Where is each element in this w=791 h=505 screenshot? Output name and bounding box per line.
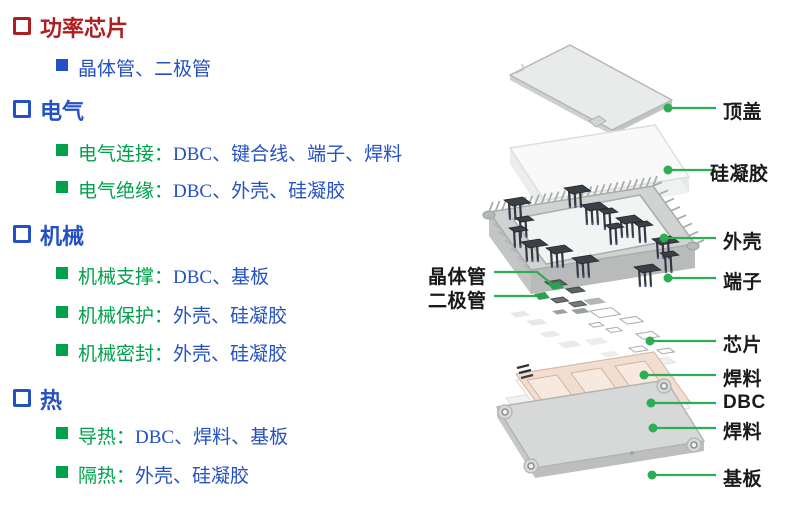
filled-square-bullet-icon [56,306,68,318]
filled-square-bullet-icon [56,59,68,71]
outline-item-chips: 晶体管、二极管 [0,54,211,81]
item-text: 晶体管、二极管 [78,59,212,80]
hollow-square-bullet-icon [13,389,31,407]
section-title: 热 [40,388,63,413]
section-title: 电气 [40,99,85,124]
outline-section-power-chip: 功率芯片 [0,11,128,43]
filled-square-bullet-icon [56,144,68,156]
item-label: 机械支撑： [78,267,174,288]
filled-square-bullet-icon [56,427,68,439]
item-label: 机械密封： [78,344,174,365]
outline-item-heat-insulation: 隔热：外壳、硅凝胶 [0,461,249,488]
item-value: DBC、外壳、硅凝胶 [173,181,346,202]
callout-label-terminal: 端子 [723,272,763,293]
item-value: DBC、键合线、端子、焊料 [173,144,403,165]
outline-item-electrical-insulation: 电气绝缘：DBC、外壳、硅凝胶 [0,176,345,203]
outline-item-mech-support: 机械支撑：DBC、基板 [0,262,269,289]
outline-section-electrical: 电气 [0,94,84,126]
outline-item-electrical-connection: 电气连接：DBC、键合线、端子、焊料 [0,139,402,166]
hollow-square-bullet-icon [13,17,31,35]
callout-label-diode: 二极管 [428,291,487,312]
callout-label-solder-lower: 焊料 [723,422,763,443]
outline-item-mech-protection: 机械保护：外壳、硅凝胶 [0,301,287,328]
top-cover-shape [509,44,673,135]
hollow-square-bullet-icon [13,225,31,243]
callout-label-chip: 芯片 [723,335,763,356]
outline-item-mech-sealing: 机械密封：外壳、硅凝胶 [0,339,287,366]
callout-label-baseplate: 基板 [723,469,763,490]
callout-label-solder-upper: 焊料 [723,369,763,390]
item-label: 机械保护： [78,306,174,327]
outline-section-mechanical: 机械 [0,219,84,251]
item-label: 电气连接： [78,144,174,165]
callout-markers-left [534,282,564,300]
callout-lines-right [644,106,716,477]
filled-square-bullet-icon [56,181,68,193]
callout-label-top-cover: 顶盖 [723,102,763,123]
item-value: 外壳、硅凝胶 [173,344,288,365]
outline-section-thermal: 热 [0,383,62,415]
filled-square-bullet-icon [56,466,68,478]
item-value: 外壳、硅凝胶 [135,466,250,487]
item-label: 隔热： [78,466,136,487]
callout-label-silicone-gel: 硅凝胶 [710,164,769,185]
filled-square-bullet-icon [56,344,68,356]
item-label: 导热： [78,427,136,448]
callout-lines-left [494,270,554,298]
section-title: 功率芯片 [40,16,129,41]
item-value: DBC、焊料、基板 [135,427,289,448]
callout-label-dbc: DBC [723,392,766,413]
terminals-group [502,184,680,288]
callout-label-transistor: 晶体管 [428,267,487,288]
callout-label-housing: 外壳 [723,232,763,253]
callout-dots-right [639,103,673,480]
filled-square-bullet-icon [56,267,68,279]
item-value: 外壳、硅凝胶 [173,306,288,327]
outline-item-heat-conduction: 导热：DBC、焊料、基板 [0,422,288,449]
hollow-square-bullet-icon [13,100,31,118]
item-value: DBC、基板 [173,267,270,288]
item-label: 电气绝缘： [78,181,174,202]
section-title: 机械 [40,224,85,249]
